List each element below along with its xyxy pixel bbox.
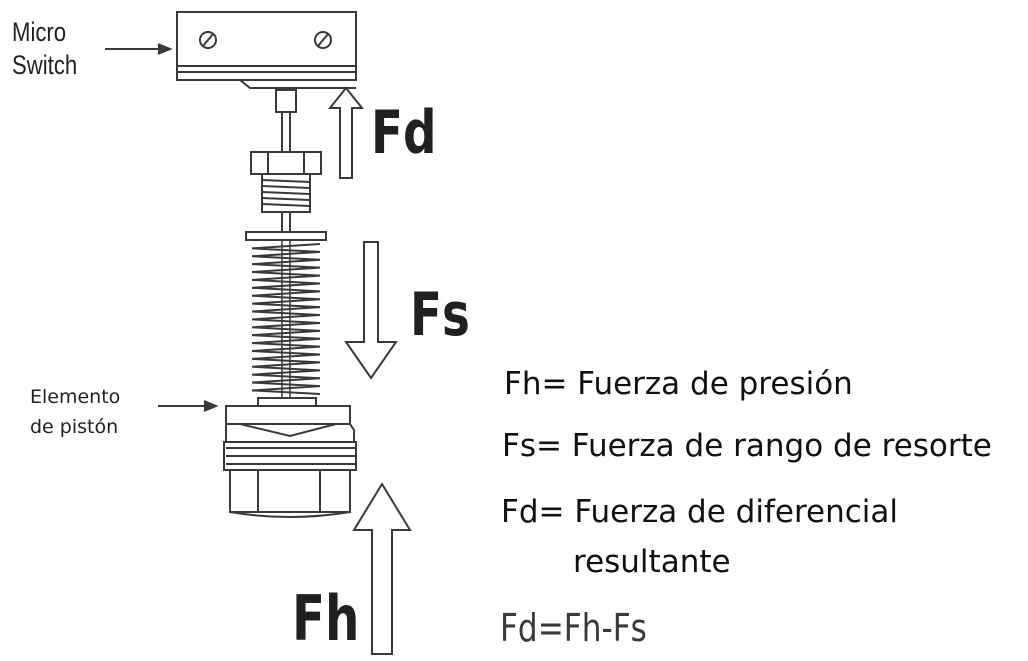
legend-fs: Fs= Fuerza de rango de resorte (502, 428, 992, 464)
lock-nut (250, 151, 322, 175)
threaded-stem (261, 173, 311, 232)
micro-switch-lip (239, 79, 356, 89)
force-fd-label: Fd (371, 98, 437, 168)
force-formula: Fd=Fh-Fs (500, 606, 647, 650)
piston-pointer (158, 400, 219, 412)
screw-icon (199, 31, 217, 49)
micro-switch-label: Micro Switch (12, 16, 77, 82)
legend-fd: Fd= Fuerza de diferencial (501, 494, 898, 530)
plunger (275, 89, 297, 152)
fd-arrow-up-icon (327, 86, 365, 179)
micro-switch-label-line2: Switch (12, 50, 78, 80)
fh-arrow-up-icon (352, 482, 412, 655)
legend-fd-continued: resultante (573, 544, 731, 580)
spring-coils (251, 243, 321, 395)
force-fs-label: Fs (410, 280, 470, 350)
piston-element-label: Elemento de pistón (30, 382, 120, 442)
micro-switch-pointer (105, 43, 173, 55)
piston-label-line1: Elemento (30, 386, 121, 408)
micro-switch-label-line1: Micro (12, 17, 67, 47)
piston-element (223, 405, 357, 518)
spring-seat-top (245, 231, 327, 241)
legend-fh: Fh= Fuerza de presión (504, 366, 853, 402)
spring-seat-bottom (257, 397, 317, 407)
micro-switch-body (176, 11, 357, 81)
piston-label-line2: de pistón (30, 416, 119, 438)
screw-icon (314, 31, 332, 49)
micro-switch (176, 11, 357, 89)
fs-arrow-down-icon (344, 241, 398, 380)
spring (251, 240, 321, 398)
force-fh-label: Fh (292, 582, 360, 655)
